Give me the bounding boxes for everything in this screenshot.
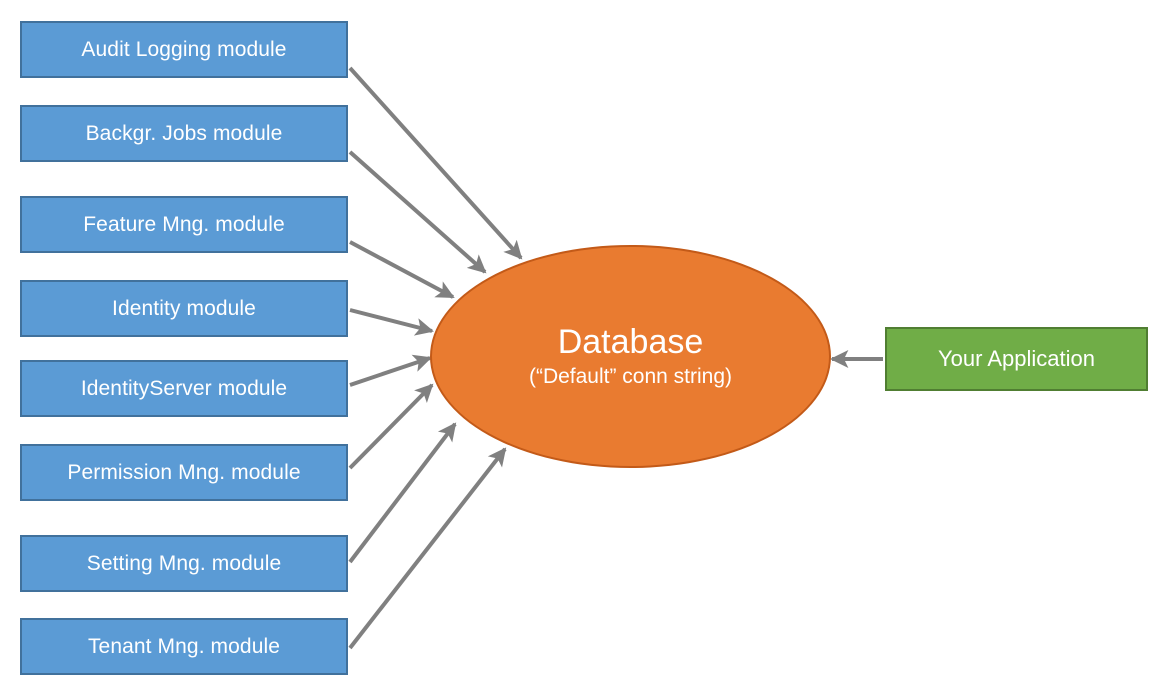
connector-arrow bbox=[348, 422, 457, 564]
connector-arrow bbox=[349, 240, 455, 299]
connector-arrow bbox=[348, 150, 487, 274]
module-box-setting-management[interactable]: Setting Mng. module bbox=[20, 535, 348, 592]
module-label: Backgr. Jobs module bbox=[85, 122, 283, 145]
arrow-group bbox=[348, 66, 883, 650]
module-box-background-jobs[interactable]: Backgr. Jobs module bbox=[20, 105, 348, 162]
module-label: Identity module bbox=[112, 297, 256, 320]
database-subtitle: (“Default” conn string) bbox=[528, 364, 733, 388]
module-box-identity[interactable]: Identity module bbox=[20, 280, 348, 337]
database-title: Database bbox=[557, 323, 704, 362]
module-box-identityserver[interactable]: IdentityServer module bbox=[20, 360, 348, 417]
module-label: Audit Logging module bbox=[81, 38, 287, 61]
module-box-audit-logging[interactable]: Audit Logging module bbox=[20, 21, 348, 78]
connector-arrow bbox=[349, 308, 434, 336]
database-ellipse[interactable]: Database (“Default” conn string) bbox=[430, 245, 831, 468]
module-label: Permission Mng. module bbox=[67, 461, 301, 484]
connector-arrow bbox=[349, 354, 432, 387]
your-application-label: Your Application bbox=[938, 346, 1095, 371]
module-label: Feature Mng. module bbox=[83, 213, 285, 236]
module-box-permission-management[interactable]: Permission Mng. module bbox=[20, 444, 348, 501]
module-label: Setting Mng. module bbox=[86, 552, 282, 575]
connector-arrow bbox=[348, 66, 523, 260]
module-box-tenant-management[interactable]: Tenant Mng. module bbox=[20, 618, 348, 675]
module-box-feature-management[interactable]: Feature Mng. module bbox=[20, 196, 348, 253]
your-application-box[interactable]: Your Application bbox=[885, 327, 1148, 391]
connector-arrow bbox=[348, 447, 507, 650]
connector-arrow bbox=[348, 383, 434, 470]
module-label: IdentityServer module bbox=[80, 377, 288, 400]
module-label: Tenant Mng. module bbox=[87, 635, 281, 658]
